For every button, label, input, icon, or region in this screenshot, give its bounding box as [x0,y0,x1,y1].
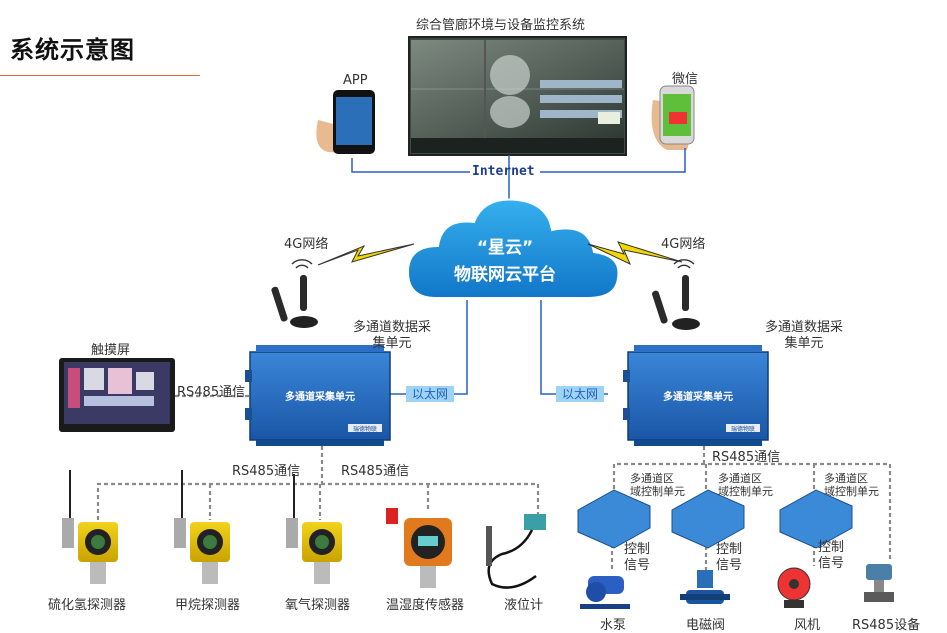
zone-caption-3-line1: 多通道区 [824,472,868,485]
sensor-label-temp-humidity: 温湿度传感器 [386,598,465,613]
wechat-phone [651,85,695,150]
sensor-label-o2: 氧气探测器 [285,598,351,613]
solenoid-valve-shape [680,570,730,604]
rs485-label-bus-a: RS485通信 [232,464,301,479]
rs485-label-bus-b: RS485通信 [341,464,410,479]
control-signal-2-line2: 信号 [716,558,743,573]
zone-caption-3: 多通道区 域控制单元 [824,472,879,498]
daq-box-left-label: 多通道采集单元 [285,392,355,403]
rs485-label-touch: RS485通信 [177,385,246,400]
control-signal-2-line1: 控制 [716,542,743,557]
h2s-detector-shape [62,470,118,584]
monitor-screen [408,36,627,156]
rs485-device-shape [864,564,894,602]
temp-humidity-sensor-shape [386,508,452,588]
page-title: 系统示意图 [10,36,135,64]
control-signal-3-line1: 控制 [818,540,845,555]
o2-detector-shape [286,474,342,584]
daq-caption-right-line1: 多通道数据采 [764,320,843,335]
daq-logo-left: 瑞德物联 [352,426,377,433]
sensor-label-h2s: 硫化氢探测器 [48,598,127,613]
daq-caption-left-line1: 多通道数据采 [352,320,431,335]
device-label-rs485: RS485设备 [852,618,921,633]
control-signal-2: 控制 信号 [716,542,742,574]
title-underline [0,75,200,76]
cloud-platform-shape [406,198,620,299]
zone-caption-1-line2: 域控制单元 [630,485,685,498]
rs485-wires [96,394,892,572]
antenna-left [271,259,318,328]
touchscreen-device [59,358,175,432]
daq-box-right-label: 多通道采集单元 [663,392,733,403]
internet-label: Internet [472,164,535,179]
daq-caption-right: 多通道数据采 集单元 [754,320,854,352]
daq-box-left [245,345,391,446]
daq-box-right [623,345,769,446]
app-label: APP [343,73,368,88]
cloud-subtitle: 物联网云平台 [454,265,556,285]
ch4-detector-shape [174,470,230,584]
device-label-fan: 风机 [794,618,821,633]
network-label-right: 4G网络 [661,237,706,252]
ethernet-label-right: 以太网 [556,386,604,402]
device-label-solenoid: 电磁阀 [686,618,726,633]
sensor-label-level: 液位计 [504,598,544,613]
device-label-pump: 水泵 [600,618,627,633]
zone-caption-2: 多通道区 域控制单元 [718,472,773,498]
cloud-title: “星云” [476,238,534,258]
daq-logo-right: 瑞德物联 [730,426,755,433]
control-signal-1: 控制 信号 [624,542,650,574]
ethernet-label-left: 以太网 [406,386,454,402]
control-signal-3-line2: 信号 [818,556,845,571]
lightning-right [587,241,683,266]
rs485-label-right: RS485通信 [712,450,781,465]
zone-caption-1: 多通道区 域控制单元 [630,472,685,498]
daq-caption-left: 多通道数据采 集单元 [342,320,442,352]
sensor-label-ch4: 甲烷探测器 [175,598,241,613]
zone-caption-2-line2: 域控制单元 [718,485,773,498]
lightning-left [317,243,415,266]
daq-caption-right-line2: 集单元 [784,336,824,351]
app-phone [316,90,375,154]
zone-controller-3 [779,489,853,549]
zone-controller-1 [577,489,651,549]
zone-controller-2 [671,489,745,549]
wechat-label: 微信 [672,72,699,87]
network-label-left: 4G网络 [284,237,329,252]
monitor-title: 综合管廊环境与设备监控系统 [416,18,586,33]
daq-caption-left-line2: 集单元 [372,336,412,351]
pump-shape [580,576,630,609]
fan-shape [777,567,811,608]
control-signal-1-line2: 信号 [624,558,651,573]
control-signal-3: 控制 信号 [818,540,844,572]
touchscreen-label: 触摸屏 [91,343,131,358]
zone-caption-1-line1: 多通道区 [630,472,674,485]
zone-caption-3-line2: 域控制单元 [824,485,879,498]
control-signal-1-line1: 控制 [624,542,651,557]
level-gauge-shape [486,514,546,589]
zone-caption-2-line1: 多通道区 [718,472,762,485]
antenna-right [652,259,700,330]
